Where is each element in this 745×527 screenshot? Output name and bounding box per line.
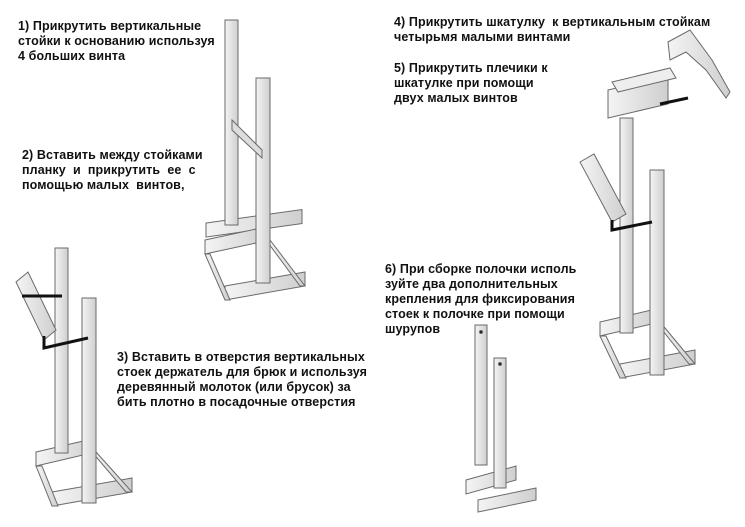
step-2-line-1: 2) Вставить между стойками — [22, 148, 203, 162]
step-1-line-3: 4 больших винта — [18, 49, 126, 63]
step-2-line-2: планку и прикрутить ее с — [22, 163, 196, 177]
step-3-line-1: 3) Вставить в отверстия вертикальных — [117, 350, 365, 364]
step-6-line-4: стоек к полочке при помощи — [385, 307, 565, 321]
step-1-text: 1) Прикрутить вертикальные стойки к осно… — [18, 19, 215, 64]
step-3-line-3: деревянный молоток (или брусок) за — [117, 380, 351, 394]
step-5-text: 5) Прикрутить плечики к шкатулке при пом… — [394, 61, 548, 106]
stand-step-4-5 — [579, 29, 731, 379]
step-3-text: 3) Вставить в отверстия вертикальных сто… — [117, 350, 367, 410]
step-5-line-2: шкатулке при помощи — [394, 76, 534, 90]
step-6-line-5: шурупов — [385, 322, 441, 336]
step-3-line-2: стоек держатель для брюк и используя — [117, 365, 367, 379]
step-6-line-1: 6) При сборке полочки исполь — [385, 262, 577, 276]
step-4-line-2: четырьмя малыми винтами — [394, 30, 571, 44]
stand-step-6 — [465, 324, 537, 513]
step-3-line-4: бить плотно в посадочные отверстия — [117, 395, 356, 409]
step-2-text: 2) Вставить между стойками планку и прик… — [22, 148, 203, 193]
step-4-text: 4) Прикрутить шкатулку к вертикальным ст… — [394, 15, 710, 45]
stand-step-3 — [15, 247, 134, 507]
step-1-line-1: 1) Прикрутить вертикальные — [18, 19, 202, 33]
step-4-line-1: 4) Прикрутить шкатулку к вертикальным ст… — [394, 15, 711, 29]
step-5-line-3: двух малых винтов — [394, 91, 518, 105]
step-2-line-3: помощью малых винтов, — [22, 178, 185, 192]
step-6-line-3: крепления для фиксирования — [385, 292, 575, 306]
stand-step-1 — [204, 19, 307, 301]
step-1-line-2: стойки к основанию используя — [18, 34, 215, 48]
step-5-line-1: 5) Прикрутить плечики к — [394, 61, 548, 75]
step-6-line-2: зуйте два дополнительных — [385, 277, 558, 291]
step-6-text: 6) При сборке полочки исполь зуйте два д… — [385, 262, 576, 337]
